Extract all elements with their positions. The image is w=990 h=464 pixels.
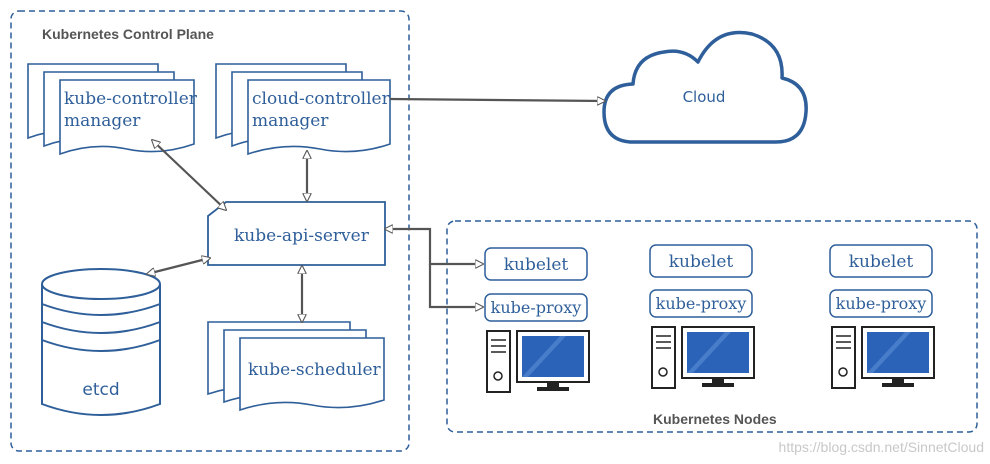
node-2-kubelet-box [649, 244, 753, 278]
node-3-computer-icon [831, 326, 935, 389]
kube-api-server: kube-api-server [207, 201, 386, 266]
node-2-kube-proxy-box [649, 289, 753, 318]
kube-scheduler: kube-scheduler [207, 321, 385, 412]
node-3-kubelet-label: kubelet [849, 252, 914, 272]
cloud-label: Cloud [683, 88, 726, 106]
node-1: kubelet kube-proxy [484, 247, 590, 393]
node-1-kube-proxy-label: kube-proxy [491, 298, 582, 317]
watermark: https://blog.csdn.net/SinnetCloud [779, 439, 984, 455]
nodes-border [446, 220, 978, 433]
node-3-kubelet-box [829, 244, 933, 278]
cloud-controller-manager-label-line2: manager [252, 111, 329, 131]
node-2-computer-icon [651, 326, 755, 389]
kube-api-server-label: kube-api-server [234, 226, 370, 246]
cloud-controller-manager-label-line1: cloud-controller [252, 89, 391, 109]
nodes-title: Kubernetes Nodes [653, 411, 777, 427]
arrow-api-etcd [147, 258, 210, 274]
node-3: kubelet kube-proxy [829, 244, 935, 389]
node-1-computer-icon [486, 330, 590, 393]
node-3-kube-proxy-label: kube-proxy [836, 294, 927, 313]
node-2: kubelet kube-proxy [649, 244, 755, 389]
arrow-ccm-cloud [389, 99, 605, 101]
kube-scheduler-label: kube-scheduler [248, 360, 382, 380]
arrow-api-kubelet [385, 229, 483, 264]
control-plane-border [10, 10, 410, 452]
node-1-kubelet-label: kubelet [504, 255, 569, 275]
cloud: Cloud [602, 30, 808, 144]
node-1-kubelet-box [484, 247, 588, 281]
connections [147, 99, 605, 322]
arrow-api-kube-proxy [428, 264, 483, 307]
etcd-label: etcd [82, 380, 119, 400]
kube-controller-manager-label-line1: kube-controller [64, 89, 198, 109]
node-1-kube-proxy-box [484, 293, 588, 322]
cloud-controller-manager: cloud-controller manager [215, 63, 391, 156]
kube-controller-manager-label-line2: manager [64, 111, 141, 131]
node-2-kube-proxy-label: kube-proxy [656, 294, 747, 313]
etcd-database: etcd [41, 268, 161, 416]
arrow-kcm-api [152, 140, 226, 210]
control-plane-title: Kubernetes Control Plane [42, 26, 214, 42]
node-2-kubelet-label: kubelet [669, 252, 734, 272]
node-3-kube-proxy-box [829, 289, 933, 318]
kube-controller-manager: kube-controller manager [27, 63, 198, 156]
